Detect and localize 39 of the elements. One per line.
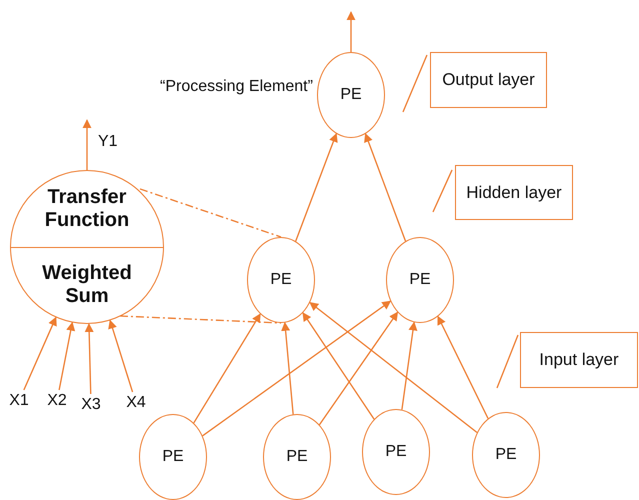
- arrow: [23, 316, 57, 390]
- neuron-circle: PE: [386, 237, 454, 323]
- annotation-text: “Processing Element”: [160, 78, 313, 96]
- arrow: [437, 316, 489, 419]
- layer-label-box: Input layer: [520, 332, 638, 388]
- circle-section-text: Transfer Function: [44, 186, 130, 232]
- arrow: [346, 11, 356, 52]
- neuron-circle: PE: [362, 409, 430, 495]
- circle-section-text: Weighted Sum: [41, 262, 133, 308]
- arrow: [302, 312, 375, 420]
- input-label: X3: [78, 394, 104, 416]
- layer-label-box: Hidden layer: [455, 165, 573, 220]
- arrow: [193, 313, 261, 424]
- output-label: Y1: [98, 133, 118, 151]
- neuron-circle: PE: [317, 52, 385, 138]
- arrow: [309, 302, 478, 433]
- arrow: [84, 323, 94, 394]
- layer-label-box: Output layer: [430, 52, 547, 108]
- arrow: [58, 322, 76, 390]
- connector-line: [140, 188, 282, 238]
- leader-line: [432, 170, 453, 212]
- arrow: [295, 132, 338, 242]
- leader-line: [496, 334, 519, 388]
- connector-line: [120, 315, 282, 324]
- arrow: [108, 320, 134, 392]
- input-label: X1: [6, 390, 32, 412]
- arrow: [364, 133, 406, 242]
- input-label: X4: [123, 392, 149, 414]
- arrow: [202, 300, 392, 436]
- arrow: [82, 119, 92, 170]
- arrow: [281, 322, 294, 414]
- neuron-circle: PE: [472, 412, 540, 498]
- arrow: [318, 312, 398, 426]
- neuron-circle: PE: [247, 237, 315, 323]
- neuron-circle: PE: [139, 414, 207, 500]
- arrow: [401, 321, 418, 410]
- neuron-circle: PE: [263, 414, 331, 500]
- leader-line: [402, 54, 428, 112]
- input-label: X2: [44, 390, 70, 412]
